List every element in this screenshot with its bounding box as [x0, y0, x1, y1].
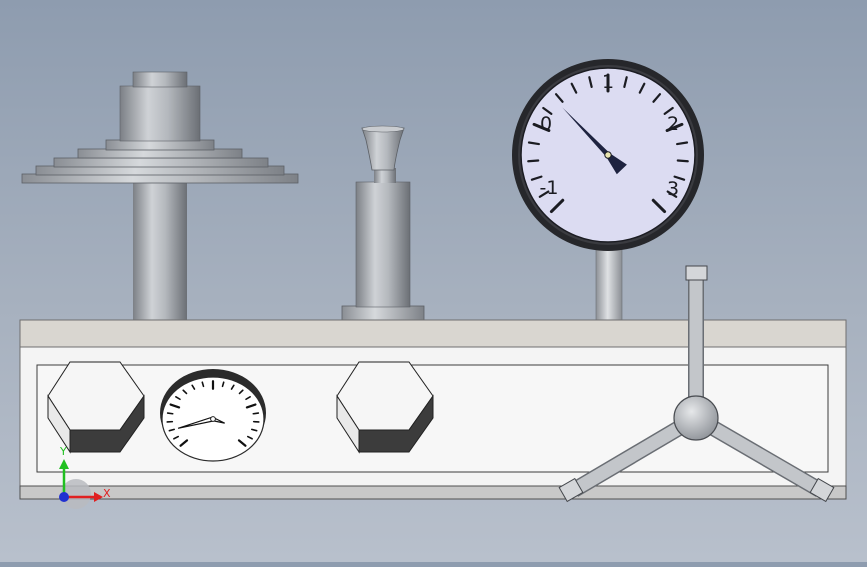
- gauge-minor-tick: [678, 160, 688, 161]
- gauge-minor-tick: [677, 142, 687, 144]
- weight-cap: [133, 72, 187, 87]
- gauge-label-3: 3: [667, 178, 679, 200]
- weight-disc-3: [54, 158, 268, 167]
- weight-disc-1: [106, 140, 214, 150]
- port-base-flange: [342, 306, 424, 321]
- test-port-column[interactable]: [342, 126, 424, 321]
- small-gauge-tick: [168, 413, 173, 414]
- triad-origin: [59, 492, 69, 502]
- gauge-minor-tick: [528, 160, 538, 161]
- base-top-plate: [20, 320, 846, 348]
- port-lower-body: [356, 182, 410, 307]
- weight-stack[interactable]: [22, 72, 298, 321]
- gauge-label-minus1: -1: [540, 177, 559, 199]
- port-cup: [362, 128, 404, 170]
- triad-x-label: X: [103, 487, 111, 500]
- hex-cap-left[interactable]: [48, 362, 144, 452]
- gauge-minor-tick: [529, 142, 539, 144]
- gauge-pivot: [605, 152, 611, 158]
- triad-y-label: Y: [59, 445, 67, 458]
- weight-column: [133, 178, 187, 321]
- handwheel-hub: [674, 396, 718, 440]
- base-foot: [20, 486, 846, 499]
- gauge-label-0: 0: [540, 113, 552, 135]
- weight-hub: [120, 86, 200, 141]
- gauge-label-2: 2: [667, 113, 679, 135]
- main-gauge[interactable]: -1 0 1 2 3: [512, 59, 704, 322]
- port-cup-rim: [362, 126, 404, 132]
- small-gauge[interactable]: [160, 369, 266, 461]
- small-gauge-tick: [253, 413, 258, 414]
- handwheel-knob-top: [686, 266, 707, 280]
- gauge-label-1: 1: [602, 71, 614, 93]
- gauge-stem: [596, 246, 622, 322]
- small-gauge-pivot: [211, 417, 216, 422]
- hex-cap-middle[interactable]: [337, 362, 433, 452]
